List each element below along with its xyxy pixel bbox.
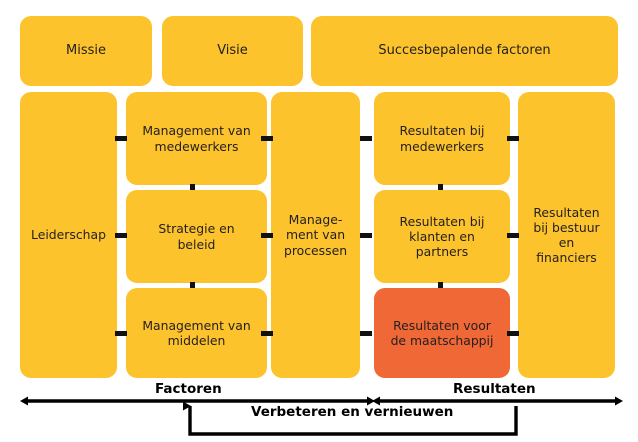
- box-resultaten-bij-bestuur-en-financiers[interactable]: Resultaten bij bestuur en financiers: [518, 92, 615, 378]
- label-verbeteren-en-vernieuwen: Verbeteren en vernieuwen: [251, 404, 454, 420]
- box-leiderschap[interactable]: Leiderschap: [20, 92, 117, 378]
- connector-dash: [438, 282, 443, 288]
- box-resultaten-bij-klanten-en-partners[interactable]: Resultaten bij klanten en partners: [374, 190, 510, 283]
- box-management-van-processen[interactable]: Manage- ment van processen: [271, 92, 360, 378]
- connector-dash: [190, 184, 195, 190]
- box-resultaten-bij-medewerkers[interactable]: Resultaten bij medewerkers: [374, 92, 510, 185]
- connector-dash: [360, 233, 372, 238]
- box-strategie-en-beleid[interactable]: Strategie en beleid: [126, 190, 267, 283]
- connector-dash: [261, 331, 273, 336]
- connector-dash: [115, 136, 127, 141]
- connector-dash: [438, 184, 443, 190]
- connector-dash: [190, 282, 195, 288]
- connector-dash: [115, 233, 127, 238]
- connector-dash: [507, 136, 519, 141]
- connector-dash: [261, 136, 273, 141]
- connector-dash: [115, 331, 127, 336]
- box-visie[interactable]: Visie: [162, 16, 303, 86]
- box-resultaten-voor-de-maatschappij[interactable]: Resultaten voor de maatschappij: [374, 288, 510, 378]
- connector-dash: [261, 233, 273, 238]
- connector-dash: [507, 331, 519, 336]
- connector-dash: [507, 233, 519, 238]
- connector-dash: [360, 331, 372, 336]
- box-succesbepalende-factoren[interactable]: Succesbepalende factoren: [311, 16, 618, 86]
- label-resultaten: Resultaten: [453, 381, 536, 397]
- box-management-van-medewerkers[interactable]: Management van medewerkers: [126, 92, 267, 185]
- box-missie[interactable]: Missie: [20, 16, 152, 86]
- connector-dash: [360, 136, 372, 141]
- label-factoren: Factoren: [155, 381, 222, 397]
- box-management-van-middelen[interactable]: Management van middelen: [126, 288, 267, 378]
